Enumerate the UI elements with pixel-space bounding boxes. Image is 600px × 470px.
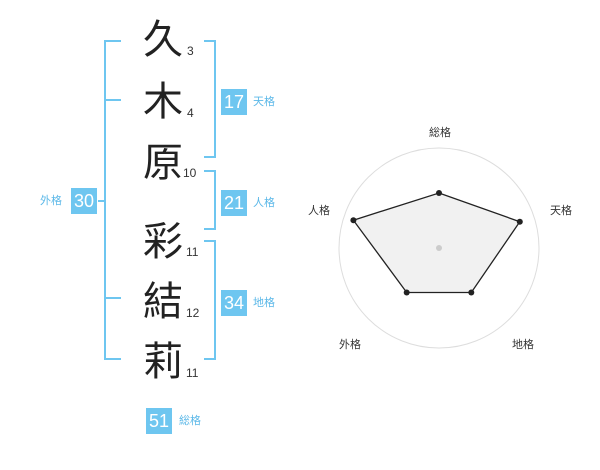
tenkaku-label: 天格 (253, 95, 275, 108)
jinkaku-value-badge: 21 (221, 190, 248, 216)
radar-value-polygon (352, 192, 521, 294)
name-char-6: 莉 (143, 339, 183, 385)
radar-points (350, 190, 523, 296)
tenkaku-bracket (204, 40, 216, 158)
fortune-radar-chart (338, 147, 540, 349)
gaikaku-bracket (104, 40, 121, 360)
radar-point-5 (350, 217, 357, 224)
stroke-count-2: 4 (187, 106, 194, 120)
stroke-count-3: 10 (183, 166, 197, 180)
radar-axis-jinkaku: 人格 (308, 204, 330, 217)
radar-axis-soukaku: 総格 (429, 126, 451, 139)
chikaku-bracket (204, 240, 216, 360)
radar-center-dot (436, 245, 442, 251)
radar-point-2 (516, 218, 523, 225)
gaikaku-bracket-tick (104, 99, 121, 101)
name-char-4: 彩 (143, 219, 183, 265)
radar-axis-chikaku: 地格 (512, 338, 534, 351)
radar-point-4 (403, 289, 410, 296)
stroke-count-6: 11 (186, 366, 199, 380)
name-char-1: 久 (143, 17, 183, 63)
soukaku-value-badge: 51 (146, 408, 173, 434)
name-char-3: 原 (143, 140, 183, 186)
chikaku-value-badge: 34 (221, 290, 248, 316)
gaikaku-value-badge: 30 (71, 188, 98, 214)
chikaku-label: 地格 (253, 296, 275, 309)
soukaku-label: 総格 (179, 414, 201, 427)
tenkaku-value-badge: 17 (221, 89, 248, 115)
radar-point-1 (436, 190, 442, 196)
jinkaku-label: 人格 (253, 196, 275, 209)
gaikaku-connector (98, 200, 104, 202)
radar-point-3 (468, 289, 475, 296)
radar-axis-tenkaku: 天格 (550, 204, 572, 217)
name-char-2: 木 (143, 79, 183, 125)
stroke-count-5: 12 (186, 306, 200, 320)
gaikaku-label: 外格 (40, 194, 62, 207)
stroke-count-4: 11 (186, 245, 199, 259)
name-char-5: 結 (143, 279, 183, 325)
radar-axis-gaikaku: 外格 (339, 338, 361, 351)
jinkaku-bracket (204, 170, 216, 230)
gaikaku-bracket-tick (104, 297, 121, 299)
stroke-count-1: 3 (187, 44, 194, 58)
